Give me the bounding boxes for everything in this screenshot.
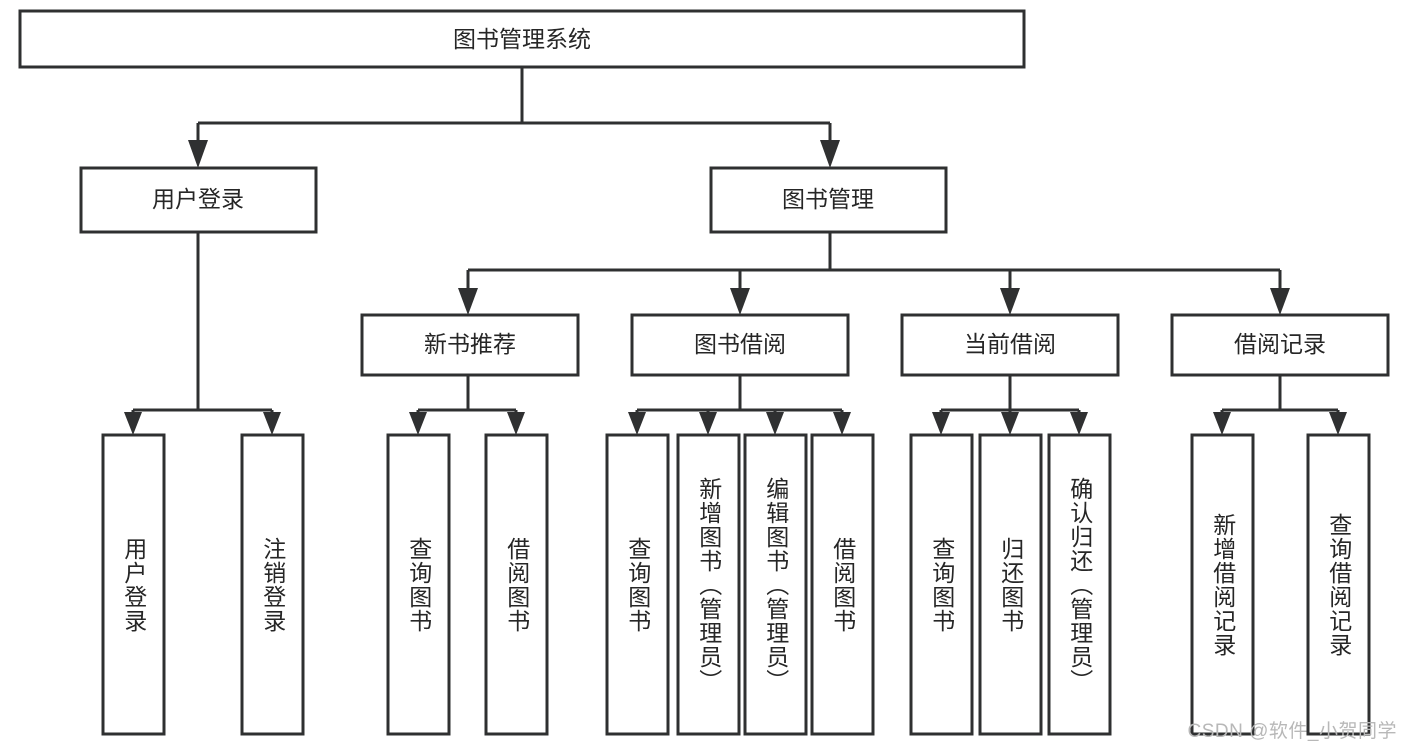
connector-newbook-to-leaves: [409, 375, 525, 435]
leaf-user-logout-box[interactable]: [240, 433, 305, 736]
node-borrow-record-box[interactable]: [1170, 313, 1390, 377]
arrow-head-icon: [820, 140, 840, 168]
leaf-return-book-box[interactable]: [978, 433, 1043, 736]
node-current-borrow-label: 当前借阅: [964, 331, 1056, 357]
leaf-user-login-box[interactable]: [101, 433, 166, 736]
node-new-book-recommend-label: 新书推荐: [424, 331, 516, 357]
connector-currentborrow-to-leaves: [932, 375, 1088, 435]
node-current-borrow-box[interactable]: [900, 313, 1120, 377]
arrow-head-icon: [833, 412, 851, 435]
arrow-head-icon: [1329, 412, 1347, 435]
watermark-text: CSDN @软件_小贺同学: [1187, 721, 1397, 742]
node-book-manage-box[interactable]: [709, 166, 948, 234]
connector-bookmanage-to-level3: [458, 232, 1290, 315]
arrow-head-icon: [730, 288, 750, 315]
connector-bookborrow-to-leaves: [628, 375, 851, 435]
node-borrow-record-label: 借阅记录: [1234, 331, 1326, 357]
node-root[interactable]: 图书管理系统: [18, 9, 1026, 69]
leaf-add-book-box[interactable]: [676, 433, 741, 736]
connector-userlogin-to-leaves: [124, 232, 281, 435]
leaf-query-book-3-box[interactable]: [909, 433, 974, 736]
node-root-label: 图书管理系统: [453, 26, 591, 52]
arrow-head-icon: [1213, 412, 1231, 435]
node-new-book-recommend-box[interactable]: [360, 313, 580, 377]
arrow-head-icon: [1000, 288, 1020, 315]
node-new-book-recommend[interactable]: 新书推荐: [360, 313, 580, 377]
node-book-borrow[interactable]: 图书借阅: [630, 313, 850, 377]
leaf-query-record-box[interactable]: [1306, 433, 1371, 736]
arrow-head-icon: [507, 412, 525, 435]
arrow-head-icon: [263, 412, 281, 435]
arrow-head-icon: [1001, 412, 1019, 435]
node-book-borrow-box[interactable]: [630, 313, 850, 377]
node-user-login-label: 用户登录: [152, 186, 244, 212]
arrow-head-icon: [699, 412, 717, 435]
leaf-query-book-2-box[interactable]: [605, 433, 670, 736]
arrow-head-icon: [458, 288, 478, 315]
arrow-head-icon: [188, 140, 208, 168]
node-user-login-box[interactable]: [79, 166, 318, 234]
arrow-head-icon: [766, 412, 784, 435]
leaf-confirm-return-box[interactable]: [1047, 433, 1112, 736]
node-book-borrow-label: 图书借阅: [694, 331, 786, 357]
connector-root-to-level2: [188, 67, 840, 168]
arrow-head-icon: [628, 412, 646, 435]
arrow-head-icon: [932, 412, 950, 435]
arrow-head-icon: [124, 412, 142, 435]
arrow-head-icon: [1070, 412, 1088, 435]
leaf-add-record-box[interactable]: [1190, 433, 1255, 736]
leaf-edit-book-box[interactable]: [743, 433, 808, 736]
node-book-manage[interactable]: 图书管理: [709, 166, 948, 234]
connector-borrowrecord-to-leaves: [1213, 375, 1347, 435]
leaf-query-book-1-box[interactable]: [386, 433, 451, 736]
node-root-box[interactable]: [18, 9, 1026, 69]
node-current-borrow[interactable]: 当前借阅: [900, 313, 1120, 377]
leaf-borrow-book-2-box[interactable]: [810, 433, 875, 736]
node-book-manage-label: 图书管理: [782, 186, 874, 212]
node-borrow-record[interactable]: 借阅记录: [1170, 313, 1390, 377]
leaf-boxes: [101, 433, 1371, 736]
node-user-login[interactable]: 用户登录: [79, 166, 318, 234]
arrow-head-icon: [409, 412, 427, 435]
arrow-head-icon: [1270, 288, 1290, 315]
leaf-borrow-book-1-box[interactable]: [484, 433, 549, 736]
